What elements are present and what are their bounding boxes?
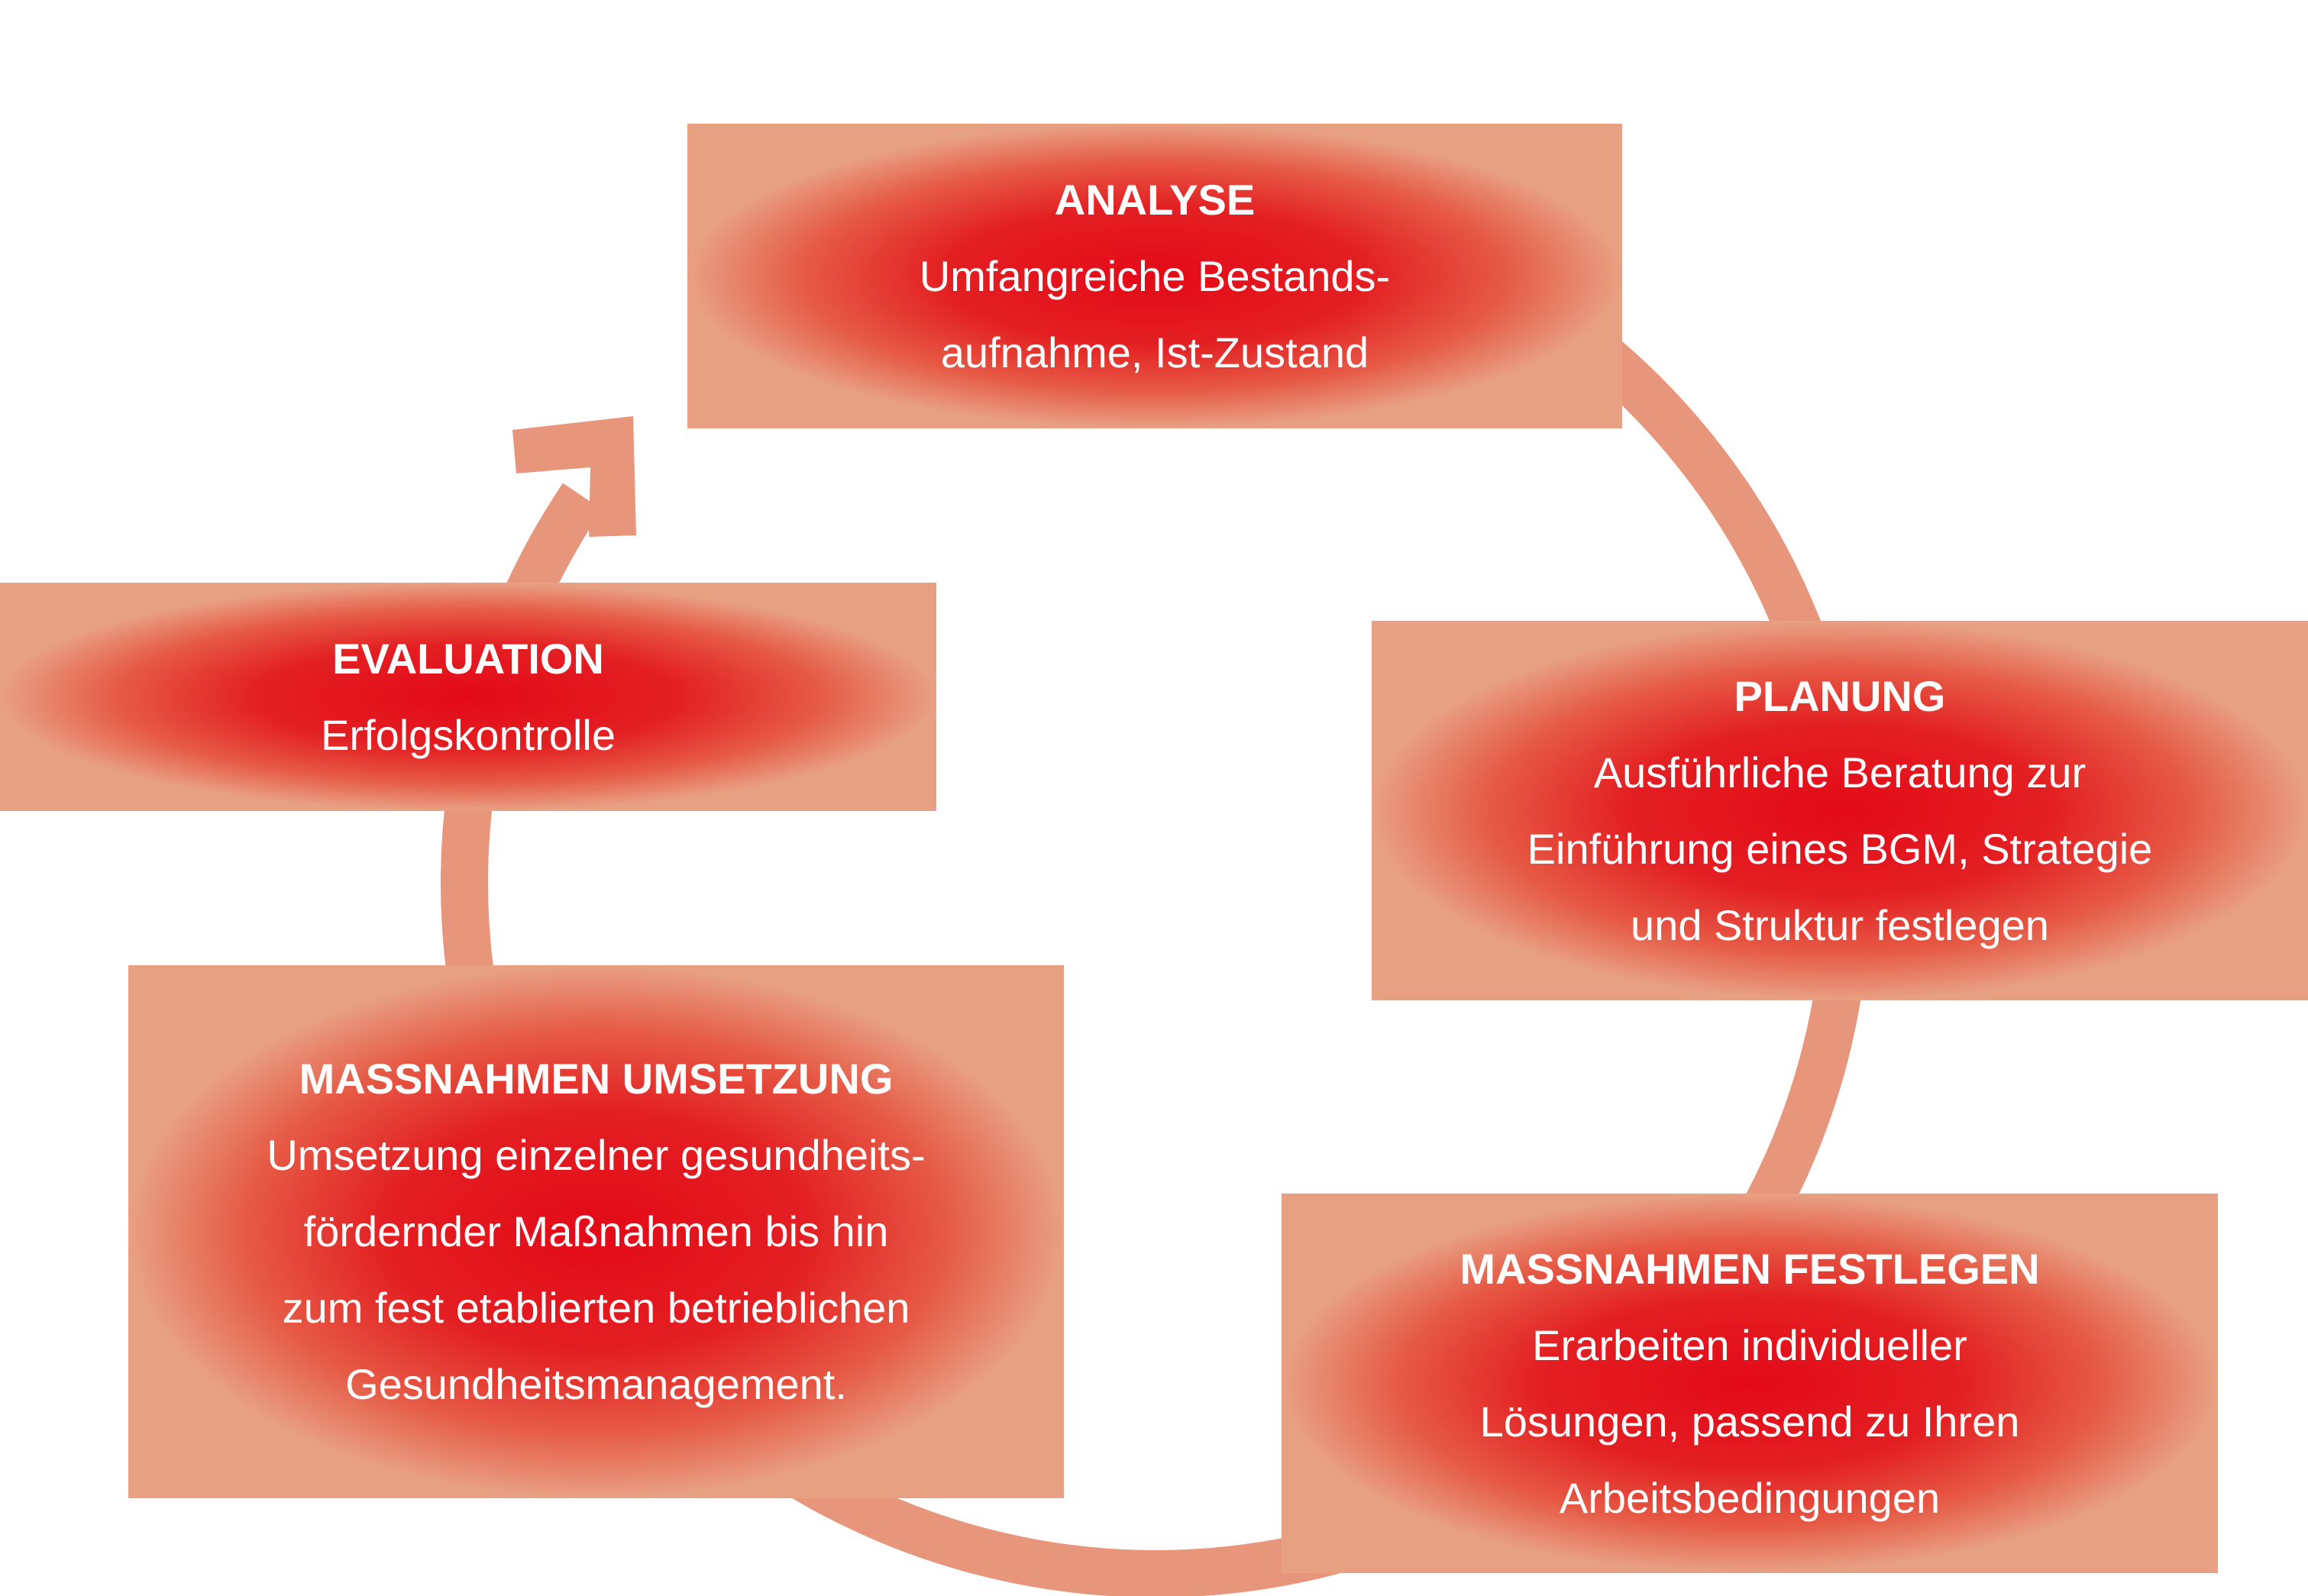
step-title: MASSNAHMEN UMSETZUNG xyxy=(299,1055,894,1103)
step-massnahmen-festlegen: MASSNAHMEN FESTLEGEN Erarbeiten individu… xyxy=(1282,1194,2218,1573)
step-massnahmen-umsetzung: MASSNAHMEN UMSETZUNG Umsetzung einzelner… xyxy=(128,965,1064,1498)
step-text: und Struktur festlegen xyxy=(1631,900,2049,949)
step-title: ANALYSE xyxy=(1054,175,1256,224)
step-text: Umfangreiche Bestands- xyxy=(919,251,1391,300)
step-text: Lösungen, passend zu Ihren xyxy=(1479,1397,2020,1446)
step-text: Gesundheitsmanagement. xyxy=(345,1360,847,1408)
step-text: Arbeitsbedingungen xyxy=(1559,1473,1941,1522)
step-analyse: ANALYSE Umfangreiche Bestands- aufnahme,… xyxy=(687,124,1622,428)
step-text: Ausführliche Beratung zur xyxy=(1593,748,2087,796)
step-evaluation: EVALUATION Erfolgskontrolle xyxy=(0,583,936,811)
step-title: MASSNAHMEN FESTLEGEN xyxy=(1459,1244,2040,1293)
step-text: Erarbeiten individueller xyxy=(1532,1320,1967,1369)
step-text: aufnahme, Ist-Zustand xyxy=(940,328,1369,376)
step-text: zum fest etablierten betrieblichen xyxy=(282,1284,910,1332)
step-text: Umsetzung einzelner gesundheits- xyxy=(267,1131,926,1179)
step-planung: PLANUNG Ausführliche Beratung zur Einfüh… xyxy=(1372,621,2308,1000)
step-title: PLANUNG xyxy=(1734,671,1946,720)
step-text: Einführung eines BGM, Strategie xyxy=(1527,824,2153,873)
step-text: Erfolgskontrolle xyxy=(321,710,616,759)
step-title: EVALUATION xyxy=(332,634,604,683)
step-text: fördernder Maßnahmen bis hin xyxy=(303,1207,889,1255)
arrowhead-icon xyxy=(512,416,636,537)
